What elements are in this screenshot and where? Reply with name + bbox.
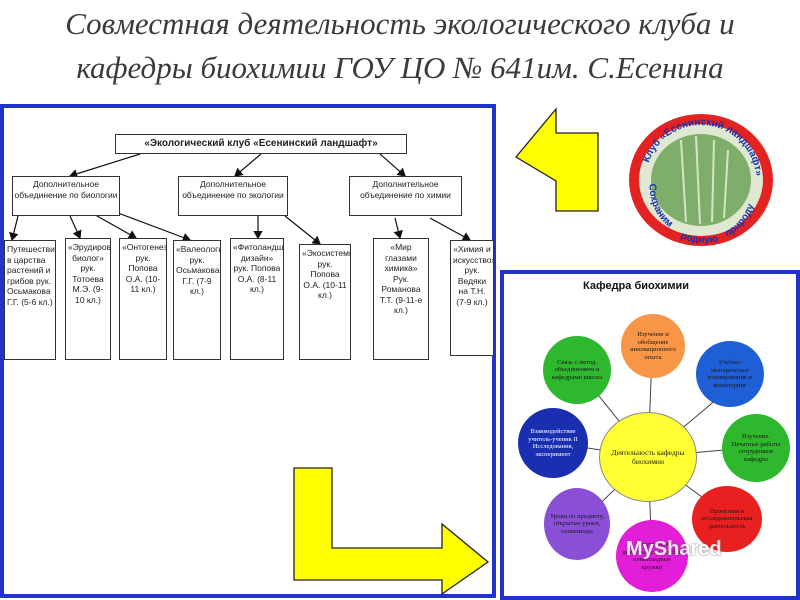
- arrow-turn-right-icon: [293, 467, 490, 596]
- kafedra-center-label: Деятельность кафедры биохимии: [611, 448, 685, 466]
- arrow-left-icon: [515, 107, 599, 212]
- title-line-2: кафедры биохимии ГОУ ЦО № 641им. С.Есени…: [76, 50, 724, 85]
- kafedra-petal: Внеурочная деятельность: клубы, олимпиад…: [616, 520, 688, 592]
- leaf-box: «Фитоландшафтный дизайн» рук. Попова О.А…: [230, 238, 284, 360]
- association-chemistry: Дополнительное объединение по химии: [349, 176, 462, 216]
- kafedra-petal: Изучение и обобщение инновационного опыт…: [621, 314, 685, 378]
- kafedra-petal: Изучение. Печатные работы сотрудников ка…: [722, 414, 790, 482]
- kafedra-petal: Уроки по предмету, открытые уроки, олимп…: [544, 488, 610, 560]
- kafedra-petal: Связь с метод. объединением и кафедрами …: [543, 336, 611, 404]
- leaf-box: «Химия и искусство» рук. Ведяки на Т.Н. …: [450, 240, 494, 356]
- leaf-box: «Валеология» рук. Осьмакова Г.Г. (7-9 кл…: [173, 240, 221, 360]
- leaf-box: «Экосистемы» рук. Попова О.А. (10-11 кл.…: [299, 244, 351, 360]
- association-biology: Дополнительное объединение по биологии: [12, 176, 120, 216]
- leaf-box: Путешествия в царства растений и грибов …: [4, 240, 56, 360]
- kafedra-center: Деятельность кафедры биохимии: [599, 412, 697, 502]
- leaf-box: «Онтогенез» рук. Попова О.А. (10-11 кл.): [119, 238, 167, 360]
- watermark: MyShared: [626, 538, 722, 560]
- association-ecology: Дополнительное объединение по экологии: [178, 176, 288, 216]
- leaf-box: «Эрудированный биолог» рук. Тотоева М.Э.…: [65, 238, 111, 360]
- club-box: «Экологический клуб «Есенинский ландшафт…: [115, 134, 407, 154]
- kafedra-petal: Взаимодействие учитель-ученик II Исследо…: [518, 408, 588, 478]
- title-line-1: Совместная деятельность экологического к…: [65, 6, 735, 41]
- leaf-box: «Мир глазами химика» Рук. Романова Т.Т. …: [373, 238, 429, 360]
- kafedra-title: Кафедра биохимии: [583, 280, 689, 292]
- kafedra-petal: Учебно-методическое планирование и монит…: [696, 341, 764, 407]
- club-emblem: Клуб «Есенинский ландшафт» Сохраним родн…: [629, 114, 773, 246]
- slide-title: Совместная деятельность экологического к…: [20, 2, 780, 90]
- kafedra-petal: Проектная и исследовательская деятельнос…: [692, 486, 762, 552]
